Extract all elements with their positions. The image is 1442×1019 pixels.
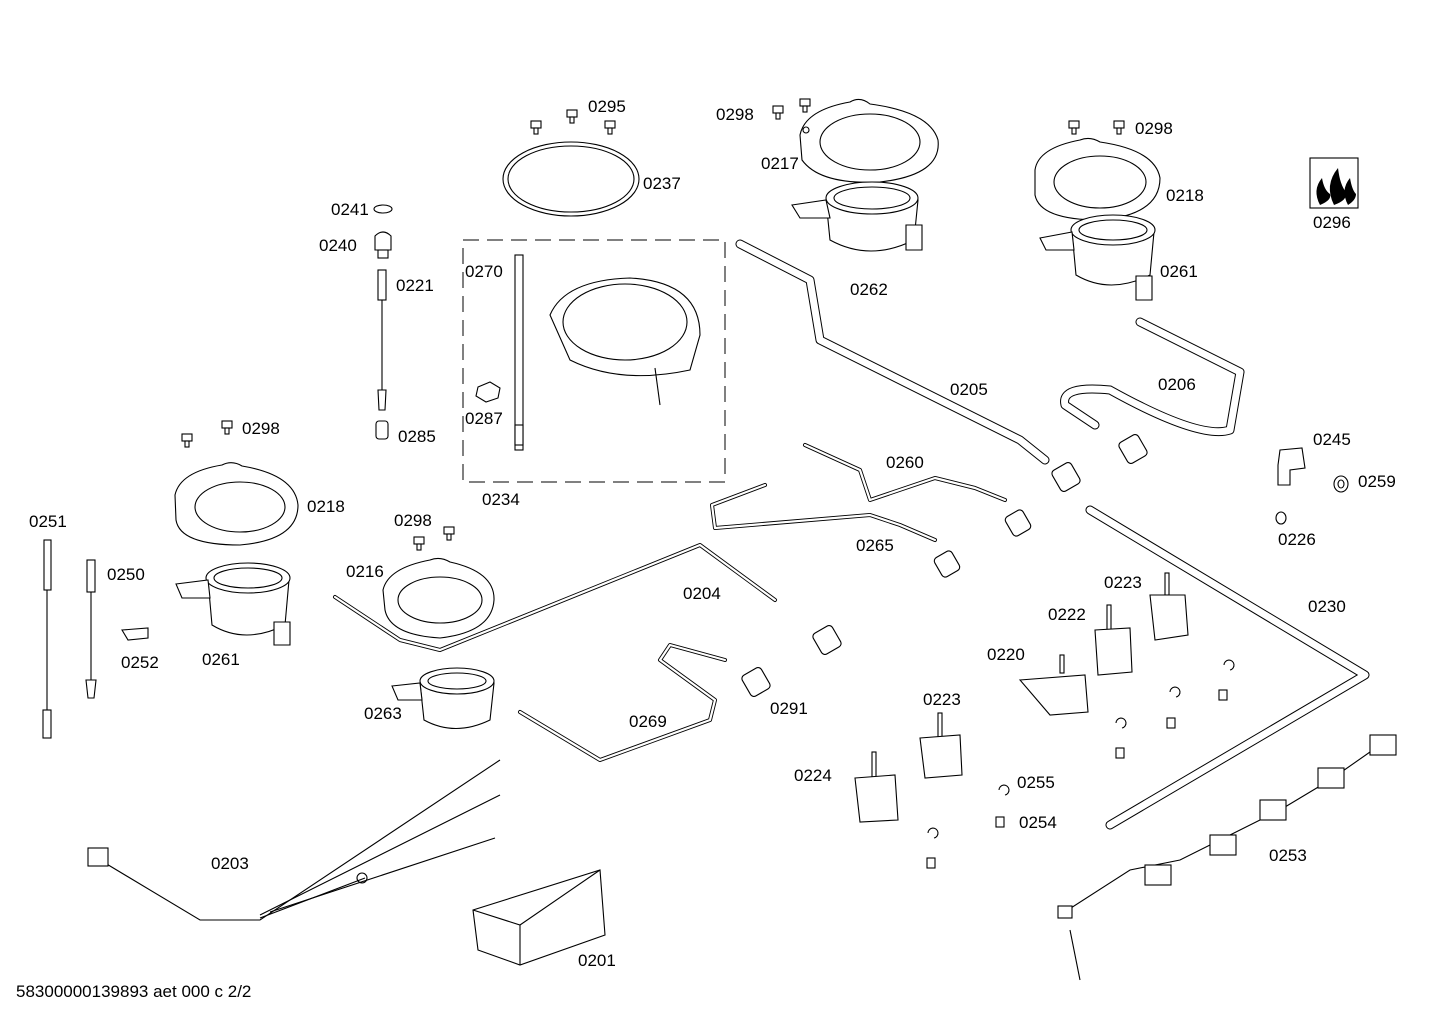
screw-0298-top-group xyxy=(181,98,1125,551)
label-0259: 0259 xyxy=(1358,472,1396,491)
label-0261: 0261 xyxy=(1160,262,1198,281)
label-0245: 0245 xyxy=(1313,430,1351,449)
label-0234: 0234 xyxy=(482,490,520,509)
burner-cup-0263 xyxy=(391,667,495,729)
clip-0252 xyxy=(121,627,149,641)
pipe-0269 xyxy=(518,643,771,762)
label-0260: 0260 xyxy=(886,453,924,472)
burner-cup-0261-left xyxy=(175,562,291,646)
gasket-0218-right xyxy=(1034,137,1161,221)
label-0206: 0206 xyxy=(1158,375,1196,394)
valve-0223-bottom xyxy=(919,712,963,779)
wiring-0203 xyxy=(87,759,501,921)
label-0204: 0204 xyxy=(683,584,721,603)
electrode-0221-assembly xyxy=(373,204,393,440)
label-0226: 0226 xyxy=(1278,530,1316,549)
label-0241: 0241 xyxy=(331,200,369,219)
harness-0253 xyxy=(1057,734,1397,981)
label-0251: 0251 xyxy=(29,512,67,531)
valve-0222 xyxy=(1094,604,1133,676)
label-0205: 0205 xyxy=(950,380,988,399)
label-0252: 0252 xyxy=(121,653,159,672)
burner-cup-0261-right xyxy=(1039,214,1156,301)
label-0223: 0223 xyxy=(923,690,961,709)
burner-cup-0262 xyxy=(791,181,923,252)
label-0253: 0253 xyxy=(1269,846,1307,865)
label-0237: 0237 xyxy=(643,174,681,193)
electrode-0250 xyxy=(85,559,97,699)
gasket-0217 xyxy=(799,98,939,183)
pipe-0230 xyxy=(1085,505,1370,830)
pipe-0206 xyxy=(1060,317,1245,464)
pipe-0205 xyxy=(735,239,1081,492)
label-0203: 0203 xyxy=(211,854,249,873)
label-0222: 0222 xyxy=(1048,605,1086,624)
label-0223: 0223 xyxy=(1104,573,1142,592)
label-0254: 0254 xyxy=(1019,813,1057,832)
elbow-0245 xyxy=(1275,447,1349,525)
valve-0223-top xyxy=(1149,572,1189,641)
label-0287: 0287 xyxy=(465,409,503,428)
document-id: 58300000139893 aet 000 c 2/2 xyxy=(16,982,252,1001)
label-0291: 0291 xyxy=(770,699,808,718)
label-0285: 0285 xyxy=(398,427,436,446)
label-0295: 0295 xyxy=(588,97,626,116)
label-0269: 0269 xyxy=(629,712,667,731)
label-0298: 0298 xyxy=(242,419,280,438)
valve-0224 xyxy=(854,751,899,823)
valve-0220 xyxy=(1018,654,1089,716)
label-0298: 0298 xyxy=(394,511,432,530)
label-0201: 0201 xyxy=(578,951,616,970)
gasket-0218-left xyxy=(174,462,299,546)
label-0217: 0217 xyxy=(761,154,799,173)
label-0218: 0218 xyxy=(1166,186,1204,205)
pipe-0260 xyxy=(803,443,1032,537)
label-0230: 0230 xyxy=(1308,597,1346,616)
label-0221: 0221 xyxy=(396,276,434,295)
block-0201 xyxy=(472,869,606,966)
label-0240: 0240 xyxy=(319,236,357,255)
gasket-0216 xyxy=(382,557,495,639)
label-0265: 0265 xyxy=(856,536,894,555)
pipe-0265 xyxy=(710,483,961,578)
ring-0237 xyxy=(502,141,640,217)
label-0263: 0263 xyxy=(364,704,402,723)
label-0270: 0270 xyxy=(465,262,503,281)
pipe-0204 xyxy=(333,543,842,655)
flame-logo-0296 xyxy=(1309,157,1359,209)
label-0298: 0298 xyxy=(1135,119,1173,138)
label-0220: 0220 xyxy=(987,645,1025,664)
label-0216: 0216 xyxy=(346,562,384,581)
label-0296: 0296 xyxy=(1313,213,1351,232)
dashed-box-0234 xyxy=(462,239,726,483)
label-0218: 0218 xyxy=(307,497,345,516)
screw-0295-group xyxy=(530,109,616,135)
label-0250: 0250 xyxy=(107,565,145,584)
label-0261: 0261 xyxy=(202,650,240,669)
label-0298: 0298 xyxy=(716,105,754,124)
electrode-0251 xyxy=(42,539,52,739)
label-0255: 0255 xyxy=(1017,773,1055,792)
springs-clips xyxy=(926,659,1235,869)
label-0262: 0262 xyxy=(850,280,888,299)
label-0224: 0224 xyxy=(794,766,832,785)
